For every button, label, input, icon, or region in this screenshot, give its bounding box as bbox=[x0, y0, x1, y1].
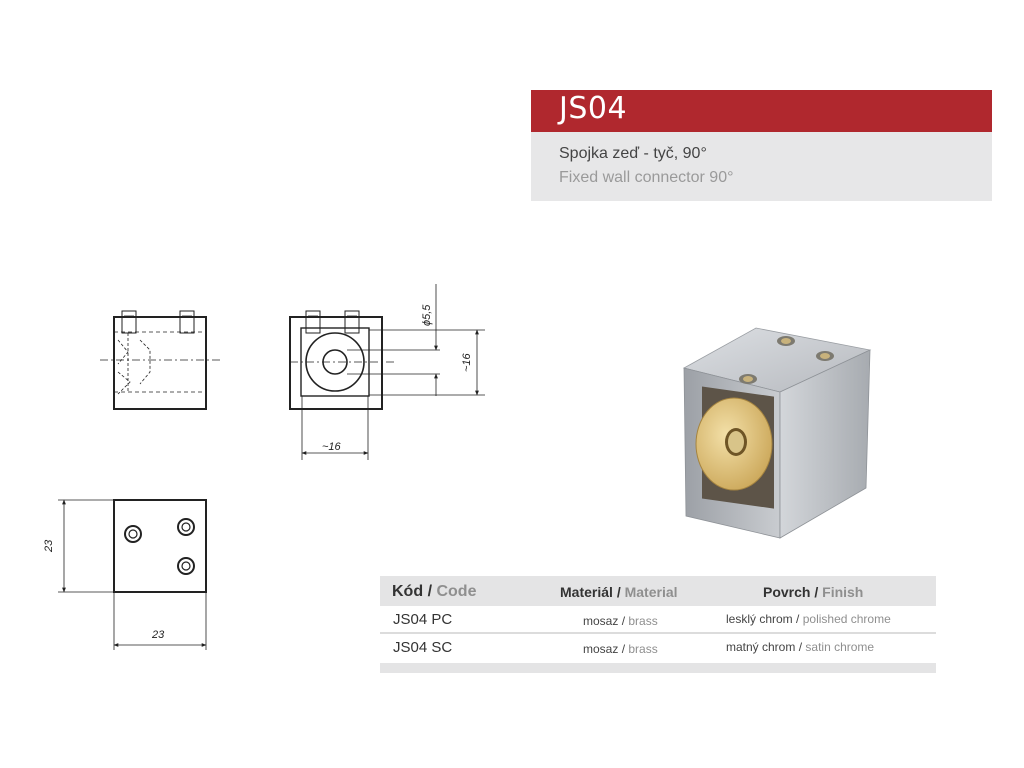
product-name-cz: Spojka zeď - tyč, 90° bbox=[559, 145, 707, 162]
product-code: JS04 bbox=[559, 91, 628, 126]
product-subtitle-box: Spojka zeď - tyč, 90° Fixed wall connect… bbox=[531, 132, 992, 201]
cell-finish: lesklý chrom / polished chrome bbox=[726, 612, 891, 626]
top-view-drawing bbox=[58, 499, 207, 650]
cell-material: mosaz / brass bbox=[583, 614, 658, 628]
dim-width: ~16 bbox=[322, 441, 342, 453]
table-row: JS04 PC mosaz / brass lesklý chrom / pol… bbox=[380, 606, 936, 632]
screw-icon bbox=[739, 336, 834, 384]
cell-code: JS04 SC bbox=[393, 639, 453, 656]
front-view-drawing bbox=[289, 284, 485, 460]
header-code: Kód / Code bbox=[392, 583, 477, 600]
product-photo bbox=[682, 327, 872, 539]
specification-table: Kód / Code Materiál / Material Povrch / … bbox=[380, 576, 936, 673]
dim-hole-diameter: ϕ5,5 bbox=[421, 304, 433, 326]
table-header: Kód / Code Materiál / Material Povrch / … bbox=[380, 576, 936, 606]
dim-side-height: 23 bbox=[43, 539, 55, 553]
product-name-en: Fixed wall connector 90° bbox=[559, 169, 734, 186]
cell-finish: matný chrom / satin chrome bbox=[726, 640, 875, 654]
cell-material: mosaz / brass bbox=[583, 642, 658, 656]
dim-side-width: 23 bbox=[151, 629, 165, 641]
technical-drawings: ϕ5,5 ~16 ~16 23 23 bbox=[43, 284, 485, 650]
header-finish: Povrch / Finish bbox=[763, 584, 864, 600]
table-row: JS04 SC mosaz / brass matný chrom / sati… bbox=[380, 634, 936, 660]
dim-height: ~16 bbox=[461, 352, 473, 372]
product-header-bar: JS04 bbox=[531, 90, 992, 132]
header-material: Materiál / Material bbox=[560, 584, 678, 600]
row-divider bbox=[380, 632, 936, 634]
side-view-drawing bbox=[100, 310, 222, 410]
table-footer-bar bbox=[380, 663, 936, 673]
cell-code: JS04 PC bbox=[393, 611, 453, 628]
